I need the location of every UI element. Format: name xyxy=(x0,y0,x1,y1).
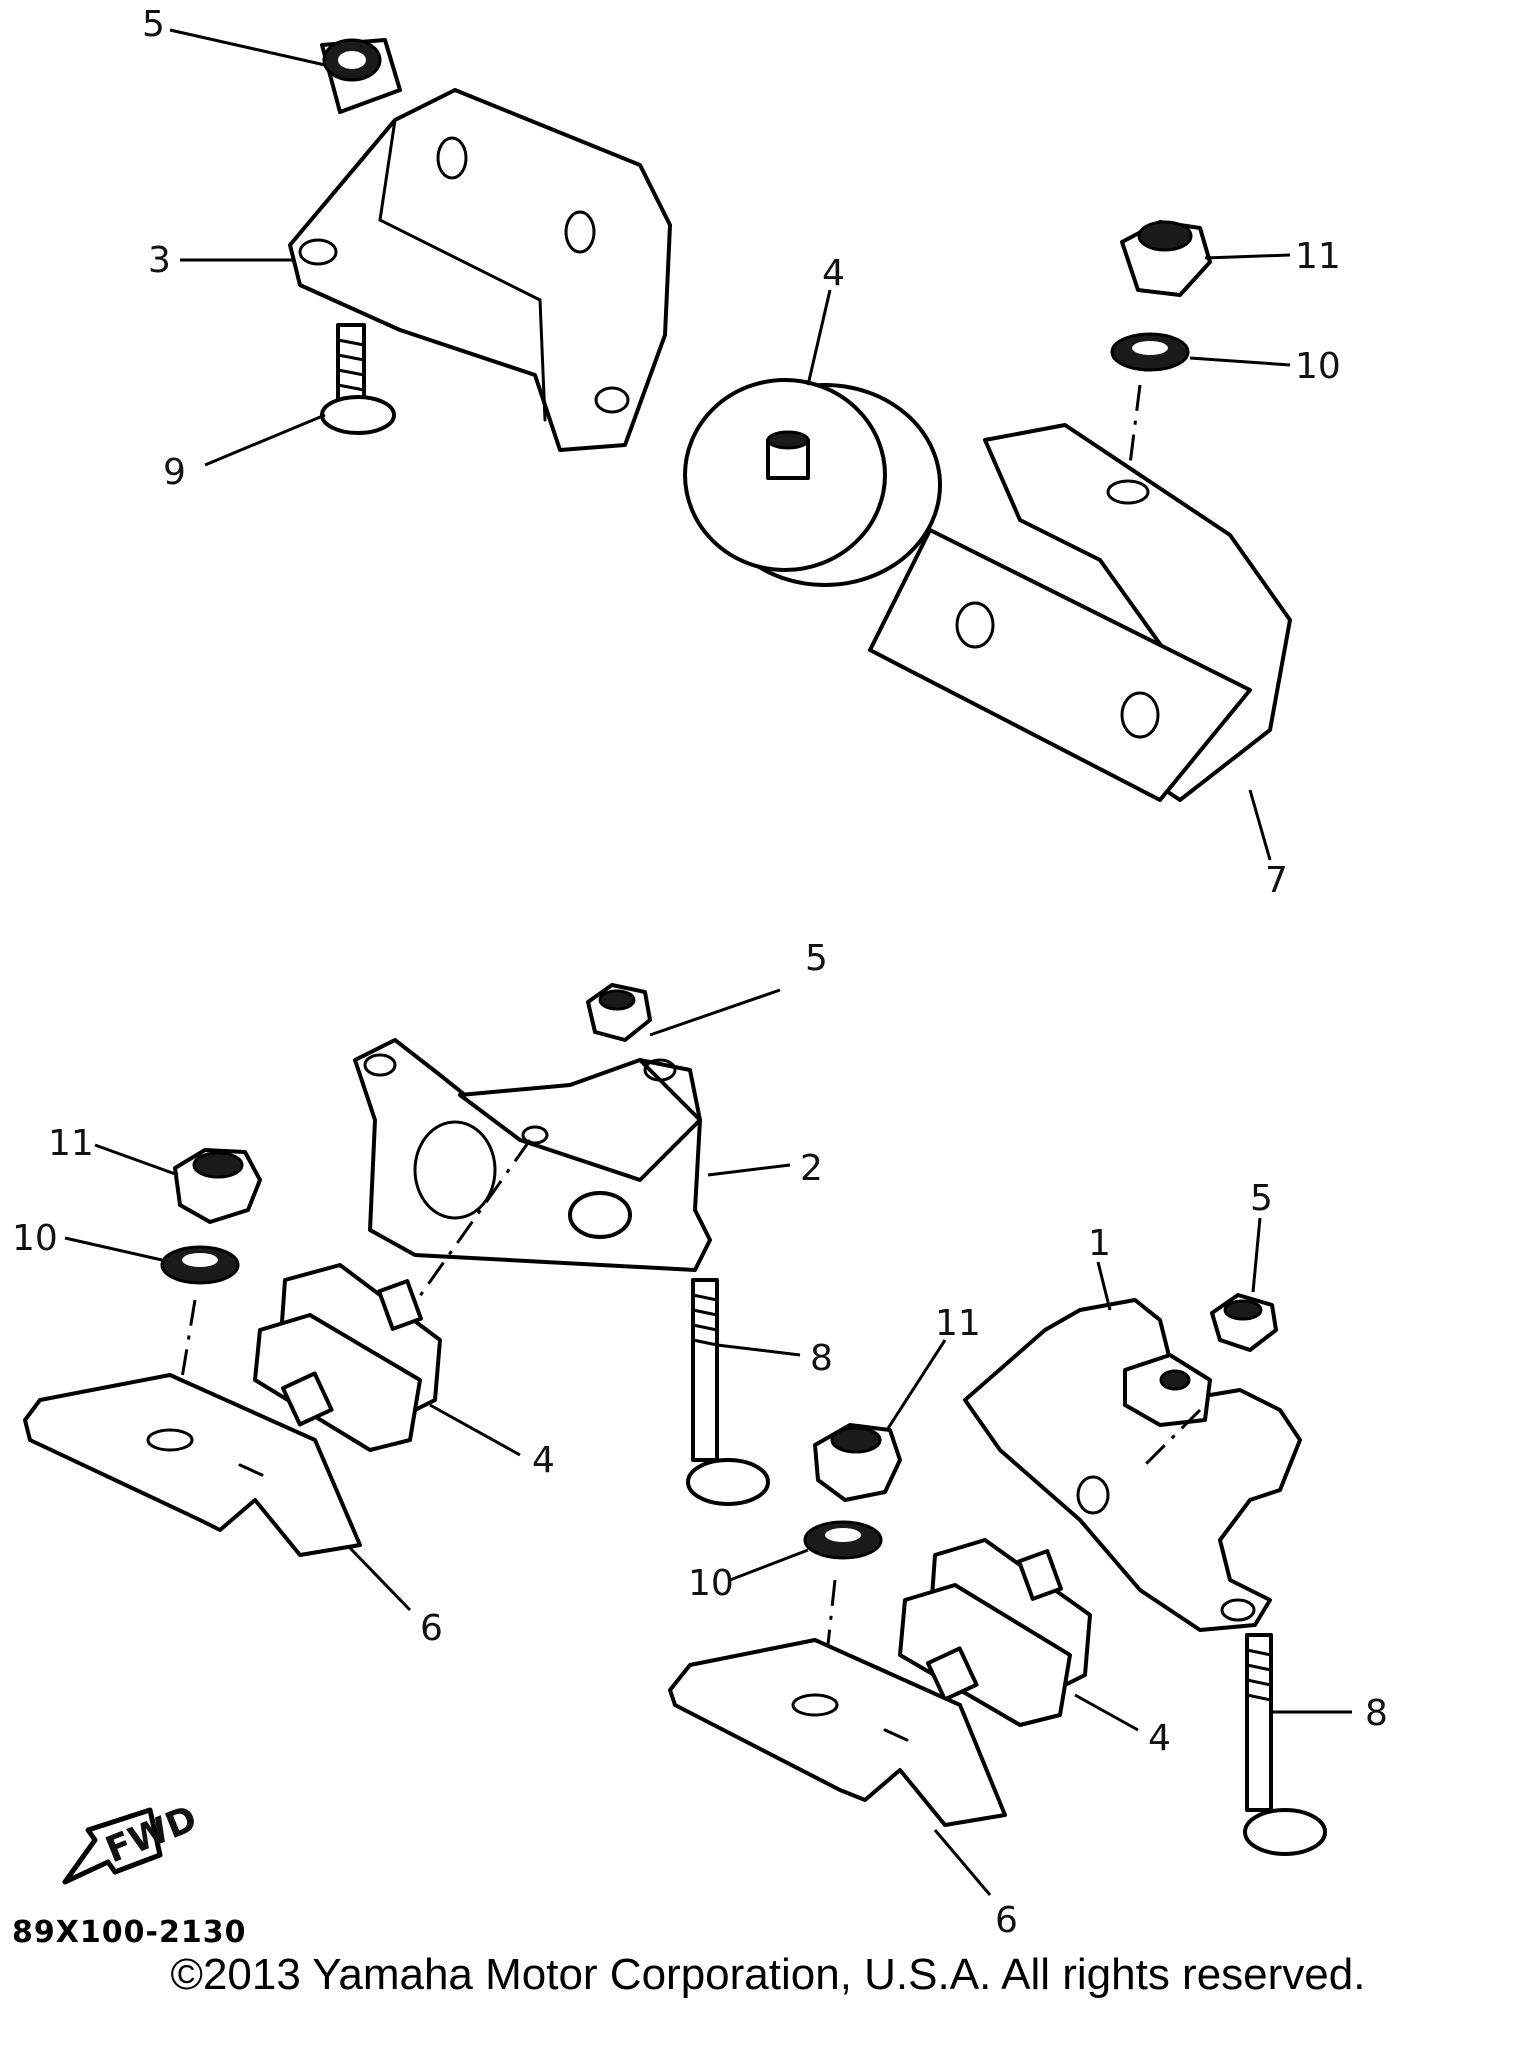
part-10-washer-right xyxy=(803,1520,883,1560)
callout-4-lower: 4 xyxy=(1148,1718,1171,1759)
part-10-washer-upper xyxy=(1110,332,1190,372)
part-8-bolt-left xyxy=(686,1278,770,1506)
part-4-mount-upper xyxy=(683,378,942,587)
part-7-bracket xyxy=(868,423,1292,802)
part-9-bolt xyxy=(320,323,396,435)
callout-11-left: 11 xyxy=(48,1123,94,1164)
part-11-nut-left xyxy=(173,1148,262,1224)
fwd-arrow-icon: FWD xyxy=(62,1798,203,1885)
callout-1: 1 xyxy=(1088,1223,1111,1264)
callout-4-upper: 4 xyxy=(822,253,845,294)
callout-2: 2 xyxy=(800,1148,823,1189)
callout-11-upper: 11 xyxy=(1295,236,1341,277)
part-5-nut-top xyxy=(320,38,402,114)
callout-11-right: 11 xyxy=(935,1303,981,1344)
callout-10-left: 10 xyxy=(12,1218,58,1259)
copyright-notice: ©2013 Yamaha Motor Corporation, U.S.A. A… xyxy=(170,1950,1366,1999)
callout-5-right: 5 xyxy=(1250,1178,1273,1219)
callout-3: 3 xyxy=(148,240,171,281)
part-10-washer-left xyxy=(160,1245,240,1285)
part-2-bracket xyxy=(353,1038,712,1272)
callout-10-right: 10 xyxy=(688,1563,734,1604)
part-1-bracket xyxy=(963,1298,1302,1632)
leader-lines xyxy=(64,28,1352,1896)
callout-10-upper: 10 xyxy=(1295,346,1341,387)
part-5-nut-middle xyxy=(586,983,652,1042)
callout-5-middle: 5 xyxy=(805,938,828,979)
callout-9: 9 xyxy=(163,452,186,493)
part-11-nut-right xyxy=(813,1423,902,1502)
part-11-nut-upper xyxy=(1120,220,1212,297)
axis-line-part1 xyxy=(1138,1408,1202,1472)
axis-line-upper xyxy=(1126,384,1142,481)
part-8-bolt-right xyxy=(1243,1633,1327,1856)
callout-4-middle: 4 xyxy=(532,1440,555,1481)
figure-code: 89X100-2130 xyxy=(12,1915,247,1950)
callout-6-left: 6 xyxy=(420,1608,443,1649)
part-4-mount-lower xyxy=(898,1538,1092,1727)
part-6-plate-right xyxy=(668,1638,1007,1827)
callout-8-right: 8 xyxy=(1365,1693,1388,1734)
callout-5-top: 5 xyxy=(142,4,165,45)
part-4-mount-middle xyxy=(253,1263,442,1452)
part-6-plate-left xyxy=(23,1373,362,1557)
axis-line-part2 xyxy=(408,1139,532,1311)
part-5-nut-right xyxy=(1210,1293,1278,1352)
part-3-bracket xyxy=(288,88,672,452)
callout-8-left: 8 xyxy=(810,1338,833,1379)
callout-7: 7 xyxy=(1265,860,1288,901)
callout-6-right: 6 xyxy=(995,1900,1018,1941)
